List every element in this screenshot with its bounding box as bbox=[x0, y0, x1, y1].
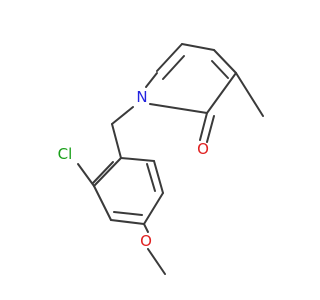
bond-ar2-ar3 bbox=[93, 185, 112, 221]
bond-ar3-ar4-inner bbox=[113, 211, 143, 216]
bond-ar4-ar5 bbox=[143, 192, 164, 225]
bond-o-ch3 bbox=[147, 248, 166, 275]
bond-c2-o bbox=[199, 112, 208, 141]
bond-c2-n bbox=[149, 103, 208, 114]
bond-ar5-ar6 bbox=[153, 160, 164, 194]
atom-o-methoxy: O bbox=[140, 232, 152, 250]
bond-c5-c4 bbox=[181, 43, 215, 51]
bond-c2-o-double bbox=[206, 115, 215, 143]
structure-canvas: N O Cl O bbox=[58, 43, 264, 275]
bond-c3-c2 bbox=[206, 72, 237, 114]
bond-c4-c3-inner bbox=[211, 60, 229, 79]
atom-cl: Cl bbox=[58, 145, 73, 163]
bond-ar1-ar2 bbox=[93, 157, 122, 187]
bond-n-ch2 bbox=[111, 106, 134, 125]
bond-c6-c5-inner bbox=[162, 55, 185, 80]
bond-c4-c3 bbox=[213, 49, 237, 74]
bond-ar2-cl bbox=[77, 163, 95, 187]
bond-ch2-aryl bbox=[111, 123, 122, 159]
bond-ar5-ar6-inner bbox=[146, 163, 156, 192]
bond-c3-methyl bbox=[235, 72, 264, 117]
atom-o-carbonyl: O bbox=[197, 140, 209, 158]
bond-c6-c5 bbox=[156, 43, 183, 72]
bond-ar3-ar4 bbox=[110, 219, 145, 225]
bond-ar6-ar1 bbox=[120, 157, 155, 162]
atom-n: N bbox=[136, 88, 147, 106]
bond-n-c6 bbox=[145, 72, 158, 88]
molecule-drawing: N O Cl O bbox=[58, 43, 264, 275]
bond-ar4-o bbox=[143, 223, 149, 233]
bond-ar1-ar2-inner bbox=[92, 161, 114, 184]
